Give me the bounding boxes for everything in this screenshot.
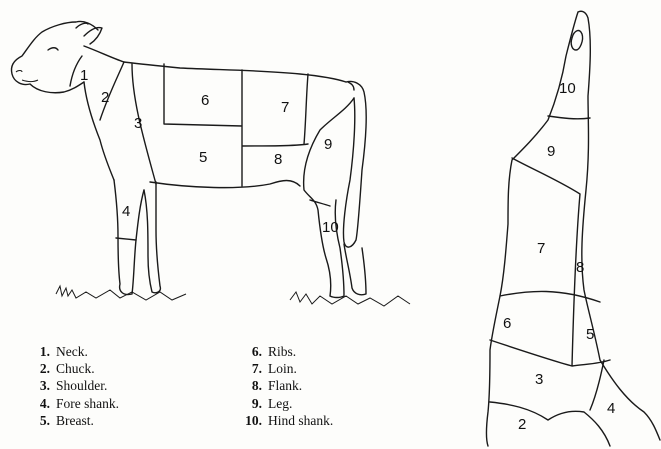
- calf-eye: [48, 48, 58, 50]
- legend-item: 7.Loin.: [236, 360, 333, 377]
- calf-cut-label: 4: [122, 203, 130, 220]
- calf-cut-label: 7: [281, 99, 289, 116]
- grass: [56, 286, 410, 306]
- calf-cut-lines: [70, 56, 330, 240]
- bone-icon: [571, 31, 582, 50]
- calf-ear: [84, 27, 102, 44]
- legend-item: 3.Shoulder.: [36, 377, 119, 394]
- calf-fore-leg: [114, 180, 144, 295]
- side-cut-label: 3: [535, 371, 543, 388]
- calf-cut-label: 6: [201, 92, 209, 109]
- calf-cut-label: 2: [101, 89, 109, 106]
- side-outline: [487, 11, 661, 446]
- calf-cut-label: 3: [134, 115, 142, 132]
- legend-item: 9.Leg.: [236, 395, 333, 412]
- legend-item: 2.Chuck.: [36, 360, 119, 377]
- side-cut-label: 4: [607, 400, 615, 417]
- calf-cut-label: 10: [322, 219, 339, 236]
- calf-belly: [150, 181, 300, 188]
- side-cut-label: 5: [586, 326, 594, 343]
- side-cut-label: 6: [503, 315, 511, 332]
- legend-left: 1.Neck. 2.Chuck. 3.Shoulder. 4.Fore shan…: [36, 343, 119, 429]
- calf-cut-label: 1: [80, 67, 88, 84]
- side-cut-lines: [490, 116, 610, 446]
- calf-cut-label: 8: [274, 151, 282, 168]
- legend-item: 6.Ribs.: [236, 343, 333, 360]
- side-cut-label: 8: [576, 259, 584, 276]
- side-cut-label: 7: [537, 240, 545, 257]
- legend-item: 10.Hind shank.: [236, 412, 333, 429]
- legend-right: 6.Ribs. 7.Loin. 8.Flank. 9.Leg. 10.Hind …: [236, 343, 333, 429]
- side-cut-label: 10: [559, 80, 576, 97]
- legend-item: 1.Neck.: [36, 343, 119, 360]
- legend-item: 5.Breast.: [36, 412, 119, 429]
- side-of-veal: 10 9 7 8 6 5 3 2 4: [487, 11, 661, 446]
- calf-drawing: 1 2 3 4 5 6 7 8 9 10: [11, 21, 410, 306]
- side-cut-label: 9: [547, 143, 555, 160]
- side-cut-label: 2: [518, 416, 526, 433]
- legend-item: 4.Fore shank.: [36, 395, 119, 412]
- calf-cut-label: 9: [324, 136, 332, 153]
- calf-cut-label: 5: [199, 149, 207, 166]
- legend-item: 8.Flank.: [236, 377, 333, 394]
